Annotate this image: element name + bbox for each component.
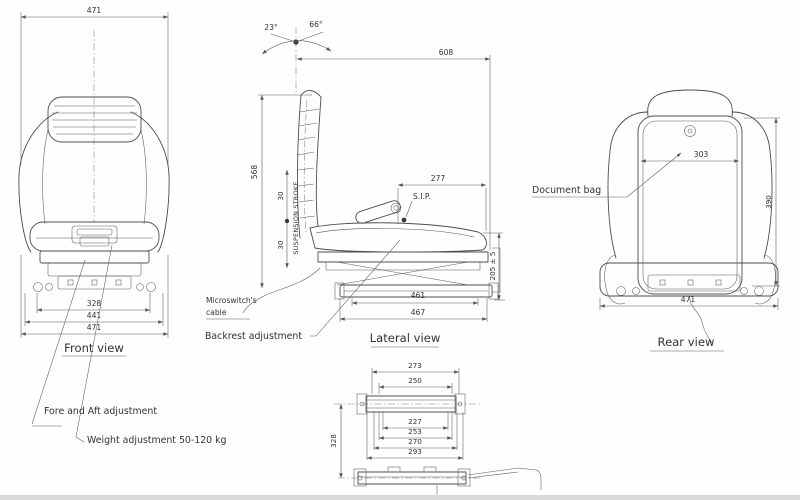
lateral-dim-seat-height: 205 ± 5 [483, 232, 505, 301]
rail-plan-view [334, 393, 482, 415]
front-dim-top-width: 471 [20, 6, 169, 165]
dim-length-value: 328 [329, 434, 338, 448]
document-bag-label: Document bag [532, 185, 601, 196]
suspension-stroke-label: SUSPENSION STROKE [292, 181, 300, 254]
front-dim-top-width-value: 471 [87, 6, 102, 15]
dim-w1-value: 273 [408, 361, 422, 370]
stroke-down-value: 30 [276, 240, 285, 250]
sip-label: S.I.P. [413, 192, 431, 201]
rear-dim-bag-width: 303 [640, 150, 740, 163]
microswitch-label-line2: cable [206, 308, 227, 317]
sip-marker: S.I.P. [401, 192, 431, 223]
dim-overall-height-value: 568 [250, 165, 259, 180]
front-callouts: Fore and Aft adjustment Weight adjustmen… [31, 244, 227, 446]
microswitch-cable: Microswitch's cable [206, 267, 321, 320]
lateral-dim-overall-height: 568 [250, 94, 312, 288]
front-view-label: Front view [64, 341, 124, 355]
rear-dim-base-width: 471 [599, 295, 779, 310]
angle-back-value: 23° [264, 23, 278, 32]
dim-w5-value: 270 [408, 437, 422, 446]
rail-dims-lower: 227 253 270 293 [366, 412, 464, 460]
backrest-adjustment-callout: Backrest adjustment [205, 239, 401, 342]
rail-side-view [338, 466, 542, 497]
rail-dims-upper: 273 250 [371, 361, 460, 394]
rear-dim-backrest-height: 390 [744, 117, 780, 287]
lateral-angles: 23° 66° [261, 20, 332, 95]
lateral-view-label: Lateral view [370, 331, 441, 345]
fore-aft-adjustment-label: Fore and Aft adjustment [44, 406, 157, 417]
rail-dim-length: 328 [329, 404, 343, 478]
lateral-dim-rails: 461 467 [339, 291, 488, 322]
front-dim-base-width-value: 471 [87, 323, 102, 332]
front-backrest [18, 111, 170, 253]
front-headrest [47, 96, 142, 143]
front-view: 471 328 441 471 Front view Fore and Aft … [18, 6, 227, 446]
front-dim-stack: 328 441 471 [20, 255, 169, 338]
bottom-view: 273 250 227 253 270 293 [329, 361, 542, 497]
scrollbar-strip [0, 495, 800, 500]
dim-base-length-value: 467 [411, 308, 426, 317]
weight-adjustment-label: Weight adjustment 50-120 kg [87, 435, 227, 446]
dim-bag-width-value: 303 [694, 150, 709, 159]
suspension-stroke: 30 30 SUSPENSION STROKE [276, 170, 300, 268]
front-dim-rail-inner-value: 328 [87, 299, 102, 308]
document-bag-callout: Document bag [532, 152, 682, 198]
lateral-seat-drawing [297, 90, 501, 300]
front-seat-base [29, 221, 160, 292]
stroke-up-value: 30 [276, 191, 285, 201]
angle-forward-value: 66° [309, 20, 323, 29]
dim-w3-value: 227 [408, 417, 422, 426]
front-dim-frame-width-value: 441 [87, 311, 102, 320]
dim-seat-height-value: 205 ± 5 [488, 252, 497, 281]
dim-rail-length-value: 461 [411, 291, 426, 300]
dim-cushion-depth-value: 277 [431, 174, 446, 183]
rear-view-label: Rear view [658, 335, 715, 349]
lateral-dim-cushion-depth: 277 [397, 174, 487, 231]
dim-w2-value: 250 [408, 376, 422, 385]
rear-seat-drawing [599, 89, 779, 344]
rear-view: 303 Document bag 390 471 Rear view [532, 89, 780, 352]
dim-w4-value: 253 [408, 427, 422, 436]
lateral-dim-overall-depth: 608 [297, 48, 491, 250]
lateral-view: 23° 66° 608 568 30 30 SUSPENSION STROKE [205, 20, 505, 348]
dim-rear-base-width-value: 471 [681, 295, 696, 304]
dim-w6-value: 293 [408, 447, 422, 456]
dim-overall-depth-value: 608 [439, 48, 454, 57]
dim-backrest-height-value: 390 [764, 195, 773, 209]
microswitch-label-line1: Microswitch's [206, 296, 257, 305]
backrest-adjustment-label: Backrest adjustment [205, 331, 302, 342]
